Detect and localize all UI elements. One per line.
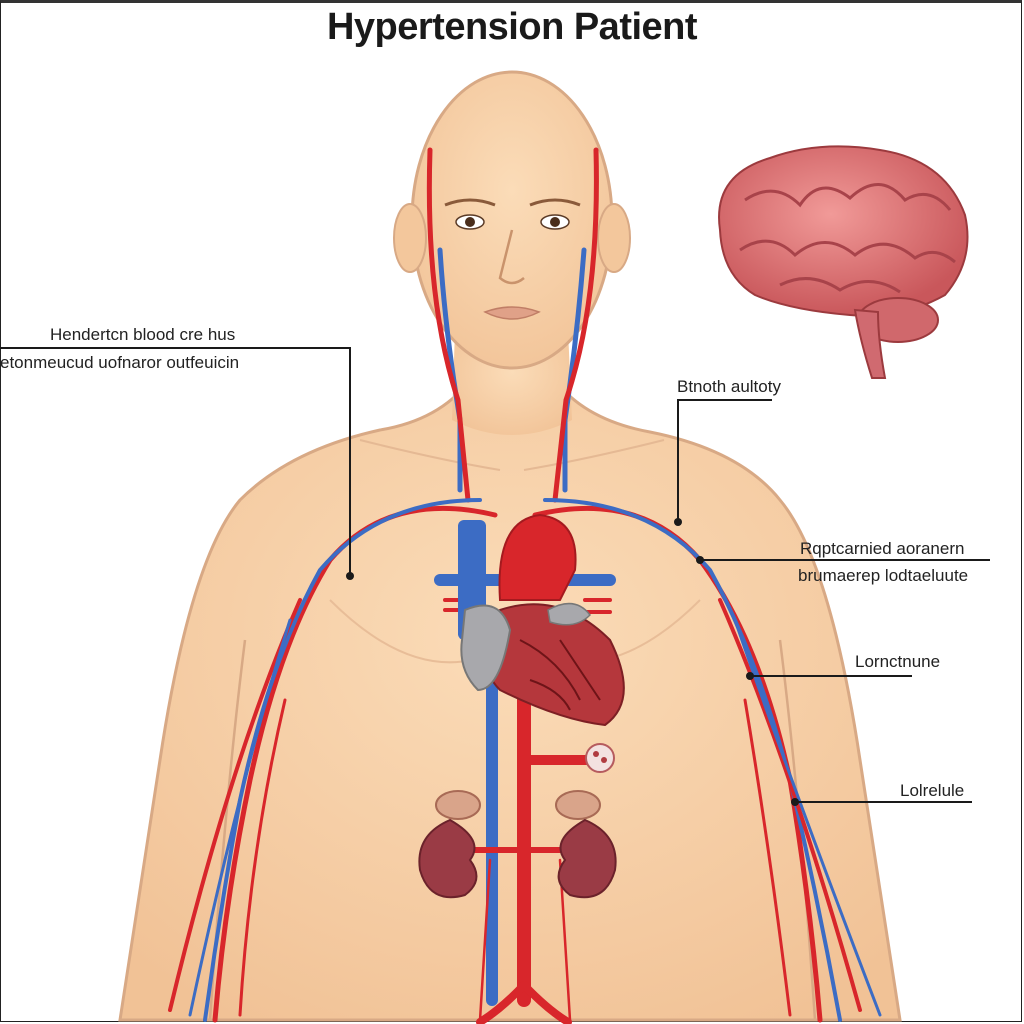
body-silhouette [118, 70, 902, 1022]
label-right-arm2: Lolrelule [900, 781, 965, 800]
kidney-right [557, 818, 617, 899]
brain-stem [853, 308, 887, 379]
nose [498, 229, 525, 285]
diagram-title: Hypertension Patient [326, 6, 698, 48]
ear-left [393, 203, 427, 273]
heart-atrium-right [547, 602, 591, 626]
collarbones [359, 439, 665, 471]
leader-dots [346, 518, 799, 806]
label-right-top: Btnoth aultoty [677, 377, 781, 396]
adrenal-right [555, 790, 601, 820]
label-left-line1: Hendertcn blood cre hus [50, 325, 236, 344]
kidneys [418, 790, 617, 899]
small-organ [585, 743, 615, 773]
heart [458, 513, 625, 727]
heart-atrium [460, 604, 512, 692]
brain [718, 145, 969, 379]
ear-right [597, 203, 631, 273]
label-right-mid-line1: Rqptcarnied aoranern [800, 539, 965, 558]
label-left-line2: etonmeucud uofnaror outfeuicin [0, 353, 240, 372]
aorta-arch [498, 513, 577, 601]
mouth [483, 306, 541, 320]
leader-lines [0, 347, 990, 803]
brain-hemisphere [718, 145, 969, 317]
adrenal-left [435, 790, 481, 820]
kidney-left [418, 818, 478, 899]
coronary-vessels [519, 639, 601, 711]
label-right-arm1: Lornctnune [855, 652, 941, 671]
face [444, 198, 581, 320]
blood-vessels [168, 147, 882, 1024]
brain-folds [739, 183, 956, 294]
label-right-mid-line2: brumaerep lodtaeluute [798, 566, 969, 585]
